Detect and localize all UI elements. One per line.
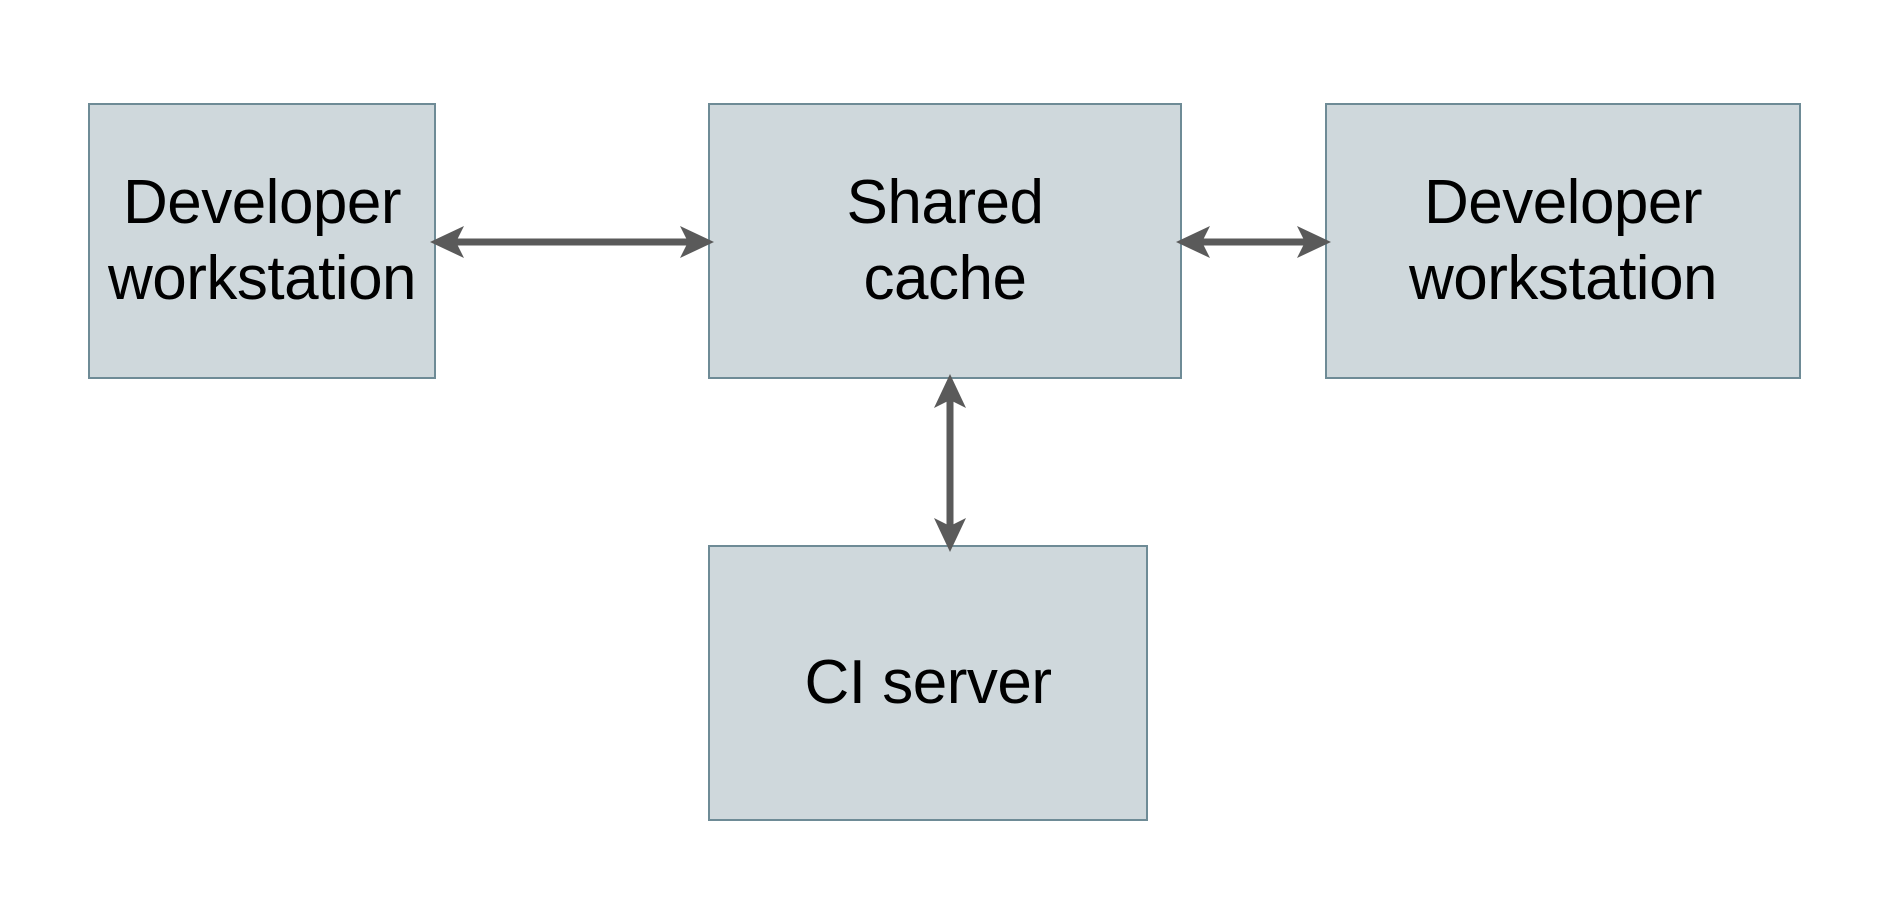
connector-shared-cache-to-dev-right	[1176, 226, 1331, 258]
node-label: Developer workstation	[1408, 168, 1718, 313]
node-ci-server[interactable]: CI server	[708, 545, 1148, 821]
node-label: CI server	[804, 648, 1052, 718]
connector-dev-left-to-shared-cache	[430, 226, 714, 258]
arrowhead-down-icon	[934, 518, 966, 552]
node-label: Shared cache	[846, 168, 1044, 313]
node-developer-workstation-right[interactable]: Developer workstation	[1325, 103, 1801, 379]
arrowhead-left-icon	[430, 226, 464, 258]
arrowhead-right-icon	[1297, 226, 1331, 258]
connector-ci-server-to-shared-cache	[934, 374, 966, 552]
arrowhead-right-icon	[680, 226, 714, 258]
node-label: Developer workstation	[107, 168, 417, 313]
node-shared-cache[interactable]: Shared cache	[708, 103, 1182, 379]
node-developer-workstation-left[interactable]: Developer workstation	[88, 103, 436, 379]
arrowhead-up-icon	[934, 374, 966, 408]
arrowhead-left-icon	[1176, 226, 1210, 258]
